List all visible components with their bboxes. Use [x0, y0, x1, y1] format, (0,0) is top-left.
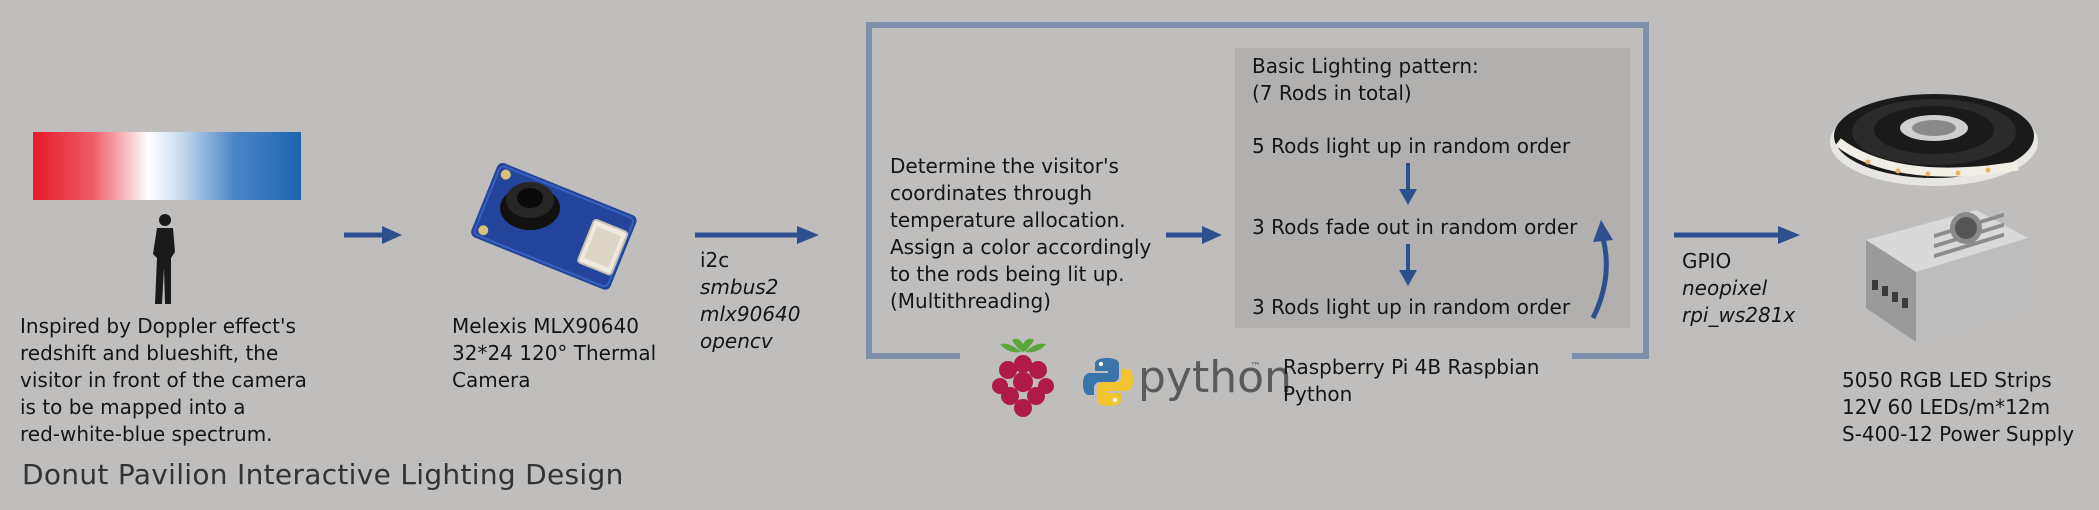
sensor-label: Melexis MLX90640 32*24 120° Thermal Came… [452, 314, 657, 392]
output-label: 5050 RGB LED Strips 12V 60 LEDs/m*12m S-… [1842, 368, 2075, 446]
flow-arrow-2 [695, 226, 819, 244]
color-spectrum-bar [33, 132, 301, 200]
link2-libraries: neopixel rpi_ws281x [1682, 276, 1796, 327]
processing-description: Determine the visitor's coordinates thro… [890, 154, 1152, 313]
input-description: Inspired by Doppler effect's redshift an… [20, 314, 307, 446]
flow-arrow-3 [1166, 226, 1222, 244]
python-trademark: ™ [1250, 360, 1261, 373]
loop-arrow [1590, 220, 1613, 320]
python-logo-text: python [1138, 352, 1292, 403]
link1-libraries: smbus2 mlx90640 opencv [700, 275, 801, 353]
pattern-step-2: 3 Rods fade out in random order [1252, 215, 1578, 239]
flow-arrow-1 [344, 226, 402, 244]
thermal-camera-icon [471, 162, 637, 290]
platform-label: Raspberry Pi 4B Raspbian Python [1283, 355, 1540, 406]
lighting-pattern-box [1235, 48, 1630, 328]
link2-protocol: GPIO [1682, 249, 1732, 273]
python-logo-icon [1083, 358, 1133, 406]
flow-arrow-4 [1674, 226, 1800, 244]
step-arrow-down-1 [1399, 163, 1417, 205]
pattern-title: Basic Lighting pattern: (7 Rods in total… [1252, 54, 1479, 105]
visitor-silhouette-icon [153, 214, 175, 304]
raspberry-pi-logo-icon [992, 338, 1054, 417]
diagram-title: Donut Pavilion Interactive Lighting Desi… [22, 458, 624, 491]
link1-protocol: i2c [700, 248, 730, 272]
pattern-step-3: 3 Rods light up in random order [1252, 295, 1571, 319]
power-supply-icon [1866, 210, 2028, 342]
step-arrow-down-2 [1399, 244, 1417, 286]
pattern-step-1: 5 Rods light up in random order [1252, 134, 1571, 158]
led-strip-reel-icon [1830, 94, 2038, 186]
